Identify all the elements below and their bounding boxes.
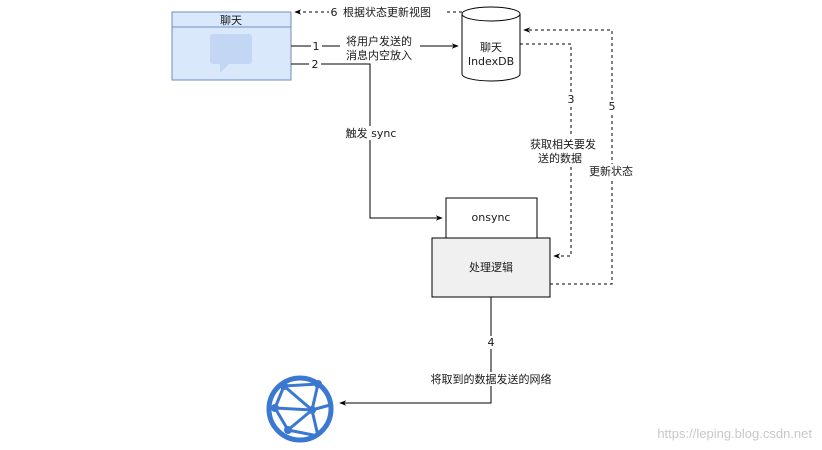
chat-window-title: 聊天 [220,13,242,27]
edge-6-label: 根据状态更新视图 [343,5,431,19]
indexdb-node[interactable]: 聊天 IndexDB [461,6,521,82]
edge-3-number: 3 [568,93,575,106]
edge-1-number: 1 [313,40,320,53]
edge-6-number: 6 [331,6,338,19]
edge-6-update-view: 6 根据状态更新视图 [294,5,462,19]
onsync-label: onsync [472,211,511,224]
logic-node[interactable]: 处理逻辑 [431,237,551,298]
network-globe-icon [266,375,334,443]
edge-1-label-line1: 将用户发送的 [346,34,412,48]
logic-label: 处理逻辑 [469,260,513,274]
edge-4-number: 4 [488,336,495,349]
edge-4-label: 将取到的数据发送的网络 [431,372,552,386]
edge-4-send-network: 4 将取到的数据发送的网络 [339,297,562,406]
edge-5-number: 5 [609,100,616,113]
edge-3-label-line2: 送的数据 [538,151,582,165]
indexdb-label-line1: 聊天 [480,40,502,54]
edge-2-number: 2 [312,58,319,71]
edge-1-store-message: 1 将用户发送的 消息内空放入 [291,34,459,62]
watermark: https://leping.blog.csdn.net [657,426,812,441]
onsync-node[interactable]: onsync [445,197,538,239]
edge-5-label: 更新状态 [589,164,633,178]
chat-window-node[interactable]: 聊天 [171,11,292,81]
edge-3-fetch-data: 3 获取相关要发 送的数据 [520,43,600,259]
edge-5-update-status: 5 更新状态 [523,27,637,285]
edge-2-label: 触发 sync [346,126,397,140]
edge-2-trigger-sync: 2 触发 sync [291,58,443,221]
edge-1-label-line2: 消息内空放入 [346,48,412,62]
chat-bubble-icon [210,34,252,73]
edge-3-label-line1: 获取相关要发 [530,137,596,151]
indexdb-label-line2: IndexDB [468,55,514,68]
